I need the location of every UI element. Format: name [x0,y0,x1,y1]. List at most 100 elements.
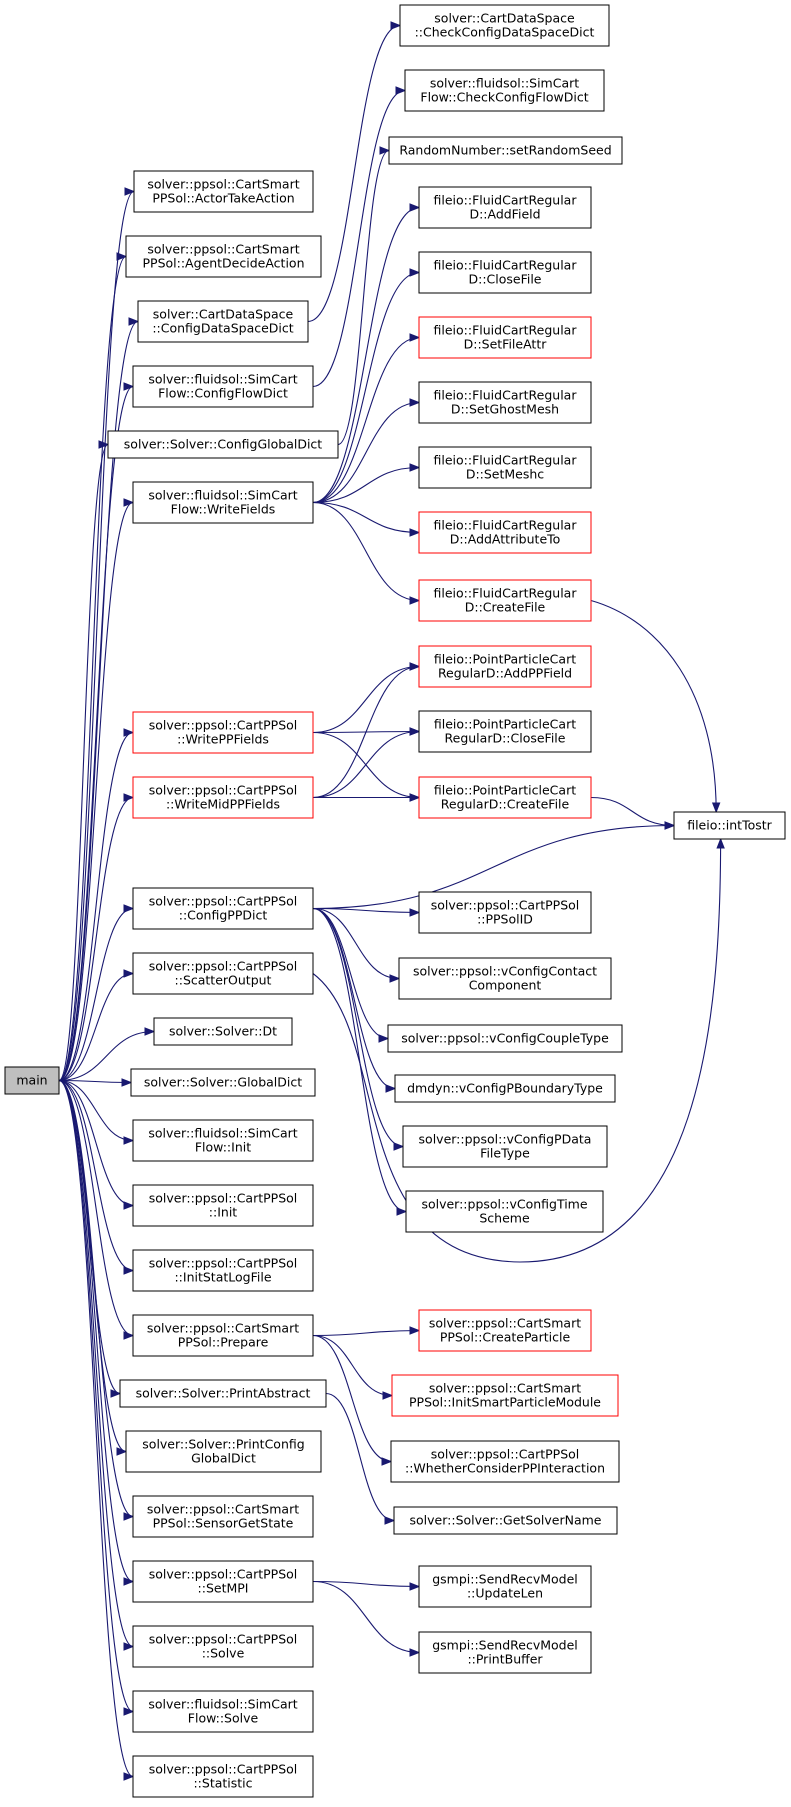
node-writemidpp[interactable]: solver::ppsol::CartPPSol::WriteMidPPFiel… [132,776,314,819]
arrowhead-n_actortake [124,187,136,196]
node-updatelen[interactable]: gsmpi::SendRecvModel::UpdateLen [418,1565,592,1608]
node-getsolvername[interactable]: solver::Solver::GetSolverName [393,1506,618,1535]
node-box [132,887,314,930]
node-globaldict[interactable]: solver::Solver::GlobalDict [130,1068,316,1097]
node-scatter[interactable]: solver::ppsol::CartPPSol::ScatterOutput [132,952,314,995]
node-box [418,891,592,934]
node-vcouple[interactable]: solver::ppsol::vConfigCoupleType [387,1024,623,1053]
node-initstat[interactable]: solver::ppsol::CartPPSol::InitStatLogFil… [132,1249,314,1292]
node-box [418,776,592,819]
arrowhead-n_dt [144,1027,156,1036]
node-label: ::WhetherConsiderPPInteraction [405,1461,605,1476]
node-box [393,1506,618,1535]
node-label: solver::ppsol::vConfigCoupleType [401,1031,609,1046]
node-createparticle[interactable]: solver::ppsol::CartSmartPPSol::CreatePar… [418,1309,592,1352]
node-label: D::CreateFile [465,600,546,615]
node-writepp[interactable]: solver::ppsol::CartPPSol::WritePPFields [132,711,314,754]
node-sensor[interactable]: solver::ppsol::CartSmartPPSol::SensorGet… [132,1495,314,1538]
node-printbuffer[interactable]: gsmpi::SendRecvModel::PrintBuffer [418,1631,592,1674]
node-label: RegularD::AddPPField [438,666,572,681]
node-ppcreatefile[interactable]: fileio::PointParticleCartRegularD::Creat… [418,776,592,819]
arrowhead-n_writepp [123,728,135,737]
node-box [405,1190,604,1233]
node-agentdecide[interactable]: solver::ppsol::CartSmartPPSol::AgentDeci… [125,235,322,278]
arrowhead-n_vboundary [385,1084,397,1093]
node-initsmart[interactable]: solver::ppsol::CartSmartPPSol::InitSmart… [391,1374,619,1417]
node-checkflow[interactable]: solver::fluidsol::SimCartFlow::CheckConf… [404,69,605,112]
node-actortake[interactable]: solver::ppsol::CartSmartPPSol::ActorTake… [133,170,314,213]
node-ppsolid[interactable]: solver::ppsol::CartPPSol::PPSolID [418,891,592,934]
node-addattr[interactable]: fileio::FluidCartRegularD::AddAttributeT… [418,511,592,554]
node-box [404,69,605,112]
arrowhead-n_printabs [110,1389,122,1398]
node-label: GlobalDict [191,1451,256,1466]
node-inttostr[interactable]: fileio::intTostr [673,811,786,840]
edge-main-to-n_sensor [58,1079,134,1518]
node-label: PPSol::Prepare [178,1335,269,1350]
edge-n_writemidpp-to-n_ppclosefile [312,730,420,799]
node-ppclosefile[interactable]: fileio::PointParticleCartRegularD::Close… [418,710,592,753]
node-label: gsmpi::SendRecvModel [432,1572,578,1587]
node-whether[interactable]: solver::ppsol::CartPPSol::WhetherConside… [390,1440,620,1483]
node-configflow[interactable]: solver::fluidsol::SimCartFlow::ConfigFlo… [132,365,314,408]
node-label: solver::fluidsol::SimCart [148,1126,297,1141]
node-label: fileio::PointParticleCart [434,652,576,667]
edge-n_writepp-to-n_ppaddfield [312,665,420,734]
node-configpp[interactable]: solver::ppsol::CartPPSol::ConfigPPDict [132,887,314,930]
node-label: solver::Solver::PrintConfig [142,1437,304,1452]
node-statistic[interactable]: solver::ppsol::CartPPSol::Statistic [132,1755,314,1798]
node-box [119,1379,327,1408]
edge-n_setmpi-to-n_updatelen [312,1580,420,1588]
node-label: solver::CartDataSpace [434,11,575,26]
arrowhead-n_flowsolve [123,1707,135,1716]
node-label: solver::Solver::PrintAbstract [136,1386,311,1401]
node-main[interactable]: main [4,1066,60,1095]
node-vboundary[interactable]: dmdyn::vConfigPBoundaryType [394,1074,616,1103]
arrowhead-n_printbuffer [409,1648,421,1657]
node-label: solver::fluidsol::SimCart [148,1697,297,1712]
node-box [418,710,592,753]
node-label: ::WriteMidPPFields [166,797,280,812]
node-ppaddfield[interactable]: fileio::PointParticleCartRegularD::AddPP… [418,645,592,688]
node-label: fileio::FluidCartRegular [434,258,578,273]
node-box [153,1017,293,1046]
node-label: RegularD::CreateFile [441,797,570,812]
node-box [399,4,610,47]
node-configds[interactable]: solver::CartDataSpace::ConfigDataSpaceDi… [137,300,309,343]
node-label: fileio::FluidCartRegular [434,453,578,468]
arrowhead-n_globaldict [121,1078,133,1087]
node-ppsolve[interactable]: solver::ppsol::CartPPSol::Solve [132,1625,314,1668]
node-dt[interactable]: solver::Solver::Dt [153,1017,293,1046]
node-checkds[interactable]: solver::CartDataSpace::CheckConfigDataSp… [399,4,610,47]
node-label: ::SetMPI [198,1581,249,1596]
edge-n_writefields-to-n_setmeshc [312,466,420,504]
node-box [132,1560,314,1603]
edge-main-to-n_setmpi [58,1079,134,1583]
node-printabs[interactable]: solver::Solver::PrintAbstract [119,1379,327,1408]
node-writefields[interactable]: solver::fluidsol::SimCartFlow::WriteFiel… [132,481,314,524]
node-setmpi[interactable]: solver::ppsol::CartPPSol::SetMPI [132,1560,314,1603]
node-configglobal[interactable]: solver::Solver::ConfigGlobalDict [107,430,339,459]
edge-main-to-n_printcfg [58,1079,127,1453]
arrowhead-n_createparticle [409,1326,421,1335]
arrowhead-n_vcouple [378,1034,390,1043]
node-randseed[interactable]: RandomNumber::setRandomSeed [388,136,623,165]
node-label: PPSol::CreateParticle [440,1330,571,1345]
node-ppinit[interactable]: solver::ppsol::CartPPSol::Init [132,1184,314,1227]
node-label: fileio::FluidCartRegular [434,586,578,601]
edge-n_writefields-to-n_setfileattr [312,336,420,504]
node-label: fileio::FluidCartRegular [434,388,578,403]
